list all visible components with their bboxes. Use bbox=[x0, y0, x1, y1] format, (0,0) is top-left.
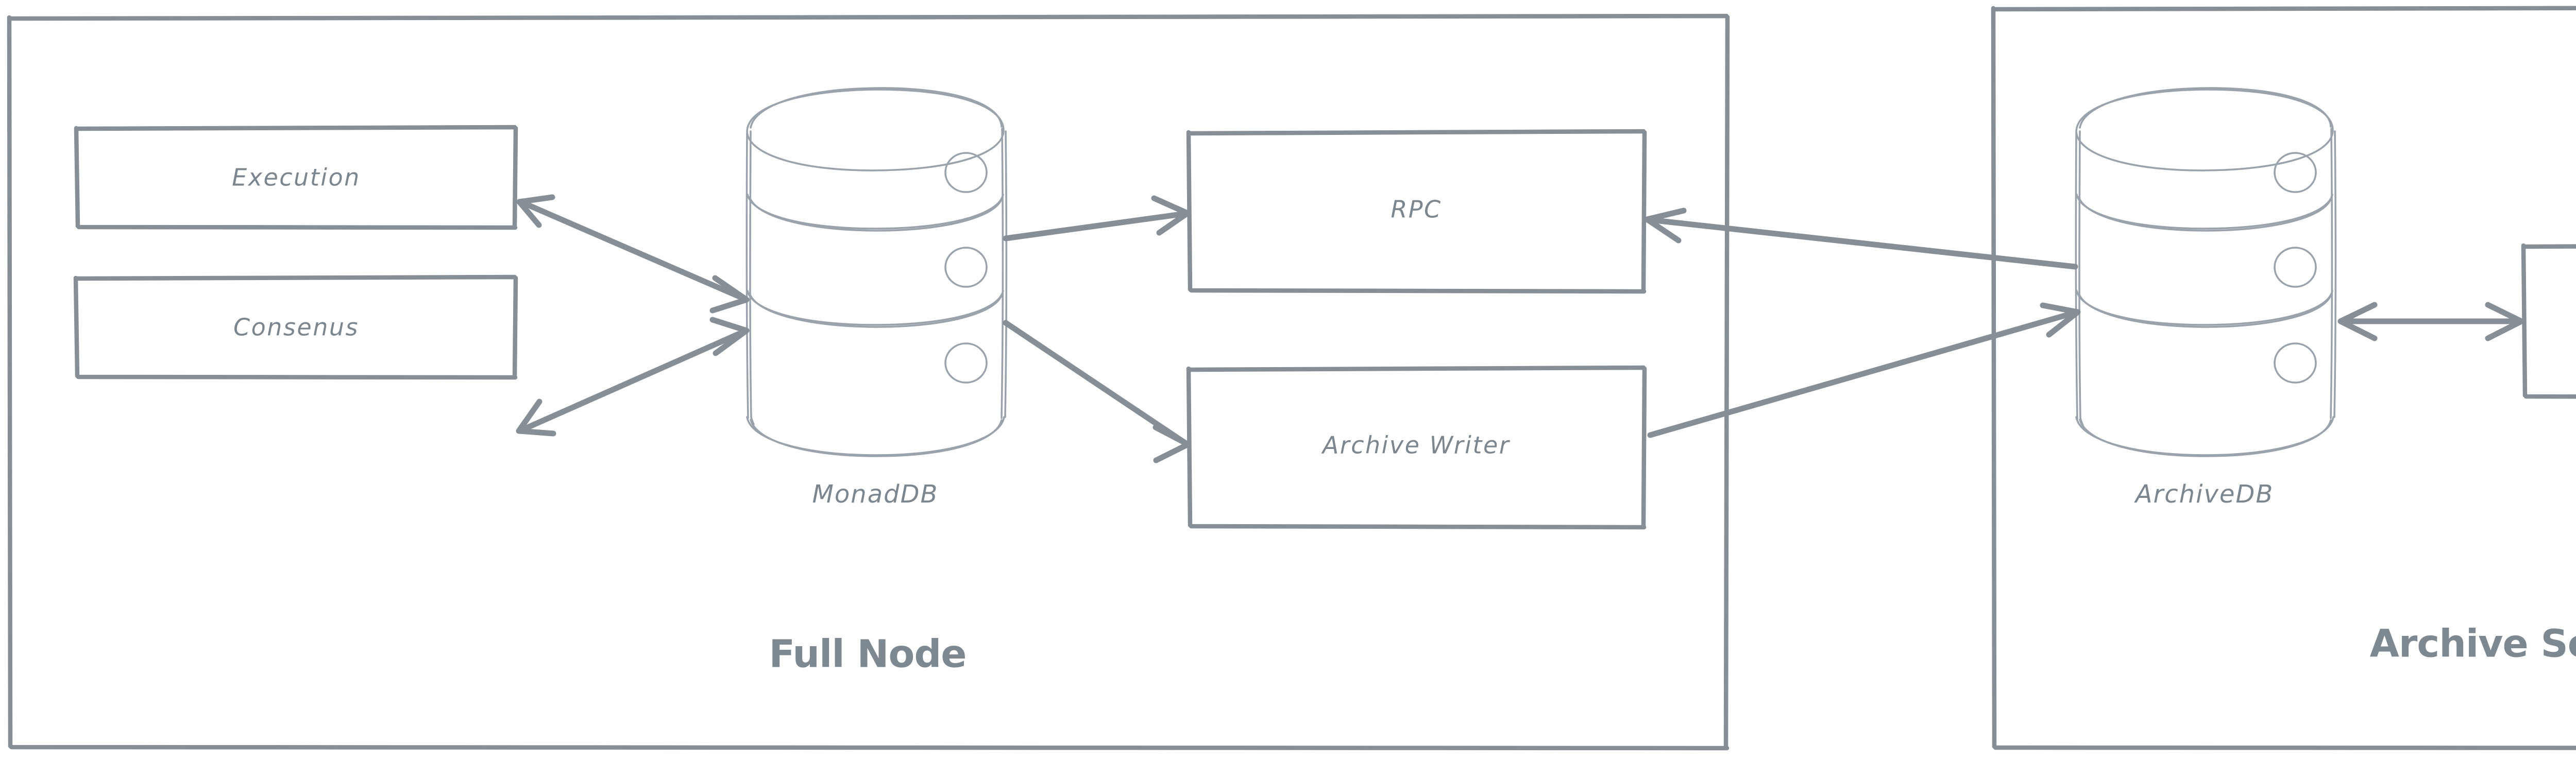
monaddb-divider-1 bbox=[747, 194, 1004, 230]
panel-full-node: Full Node bbox=[7, 13, 1730, 751]
monaddb-left-wall-2 bbox=[745, 132, 749, 419]
panel-archive-server: Archive Server bbox=[1991, 6, 2576, 750]
monaddb-label: MonadDB bbox=[812, 480, 939, 509]
archivedb-top-ellipse-2 bbox=[2079, 87, 2332, 129]
monaddb-top-ellipse bbox=[746, 89, 1005, 171]
connector-monaddb-consensus-arrowhead-right bbox=[709, 317, 750, 356]
connector-monaddb-consensus-line bbox=[519, 328, 747, 433]
database-archivedb[interactable]: ArchiveDB bbox=[2075, 87, 2337, 509]
connector-monaddb-rpc-arrowhead bbox=[1151, 195, 1191, 236]
archivedb-bottom-arc bbox=[2075, 416, 2334, 456]
archivedb-divider-2b bbox=[2078, 292, 2332, 328]
archivedb-left-wall bbox=[2078, 130, 2084, 426]
connector-archive-writer-archivedb-line bbox=[1647, 309, 2078, 438]
archive-writer-box-border bbox=[1186, 365, 1647, 530]
monaddb-indicator-circle-3 bbox=[944, 342, 988, 384]
archivedb-right-wall bbox=[2330, 128, 2333, 419]
connector-archivedb-rpc bbox=[1644, 207, 2078, 270]
archivedb-bottom-arc-2 bbox=[2079, 419, 2332, 457]
box-execution[interactable]: Execution bbox=[74, 125, 518, 230]
connector-archivedb-rpc-arrowhead bbox=[1644, 207, 1687, 244]
full-node-panel-title: Full Node bbox=[769, 632, 967, 677]
archivedb-divider-1 bbox=[2076, 194, 2333, 230]
archive-writer-label: Archive Writer bbox=[1321, 431, 1511, 459]
connector-archive-writer-archivedb bbox=[1647, 302, 2081, 438]
monaddb-divider-1b bbox=[749, 196, 1003, 232]
monaddb-divider-2b bbox=[749, 292, 1003, 328]
archivedb-left-wall-2 bbox=[2075, 132, 2078, 420]
archive-server-panel-border bbox=[1991, 6, 2576, 750]
monaddb-top-ellipse-2 bbox=[750, 87, 1003, 129]
box-rpc[interactable]: RPC bbox=[1186, 129, 1647, 294]
monaddb-indicator-circle-2 bbox=[944, 247, 988, 288]
monaddb-indicator-circle-1 bbox=[944, 152, 988, 193]
monaddb-right-wall bbox=[1001, 128, 1004, 419]
connector-monaddb-archive-writer-line bbox=[1003, 320, 1188, 446]
execution-label: Execution bbox=[232, 164, 361, 192]
connector-archivedb-indexer-arrowhead-right bbox=[2485, 302, 2524, 341]
archivedb-top-ellipse bbox=[2075, 89, 2334, 171]
monaddb-divider-2 bbox=[747, 290, 1004, 326]
connector-monaddb-rpc-line bbox=[1003, 211, 1188, 241]
connector-monaddb-execution bbox=[516, 194, 750, 314]
rpc-label: RPC bbox=[1391, 196, 1442, 223]
connector-monaddb-archive-writer bbox=[1003, 320, 1191, 463]
monaddb-right-wall-2 bbox=[1004, 130, 1008, 418]
connector-monaddb-execution-arrowhead-left bbox=[516, 194, 555, 228]
connector-monaddb-consensus bbox=[516, 317, 750, 437]
connector-monaddb-archive-writer-arrowhead bbox=[1153, 424, 1191, 463]
box-archive-writer[interactable]: Archive Writer bbox=[1186, 365, 1647, 530]
connector-monaddb-rpc bbox=[1003, 195, 1191, 241]
archivedb-divider-1b bbox=[2078, 196, 2332, 232]
connector-monaddb-execution-line bbox=[519, 199, 747, 302]
connector-monaddb-execution-arrowhead-right bbox=[709, 275, 750, 314]
monaddb-bottom-arc bbox=[746, 416, 1005, 456]
rpc-box-border bbox=[1186, 129, 1647, 294]
archivedb-label: ArchiveDB bbox=[2134, 480, 2274, 509]
execution-box-border bbox=[74, 125, 518, 230]
connector-archivedb-indexer-arrowhead-left bbox=[2337, 302, 2378, 341]
archivedb-divider-2 bbox=[2076, 290, 2333, 326]
connector-archive-writer-archivedb-arrowhead bbox=[2040, 302, 2081, 338]
archivedb-right-wall-2 bbox=[2333, 130, 2337, 418]
indexer-box-border bbox=[2521, 243, 2576, 399]
monaddb-bottom-arc-2 bbox=[750, 419, 1003, 457]
connector-monaddb-consensus-arrowhead-left bbox=[516, 399, 556, 437]
box-consensus[interactable]: Consenus bbox=[73, 274, 518, 380]
connector-archivedb-rpc-line bbox=[1647, 217, 2078, 270]
monaddb-left-wall bbox=[749, 130, 755, 425]
connector-archivedb-indexer bbox=[2337, 302, 2524, 341]
box-indexer[interactable]: Indexer bbox=[2521, 243, 2576, 399]
archivedb-indicator-circle-2 bbox=[2274, 247, 2317, 288]
database-monaddb[interactable]: MonadDB bbox=[745, 87, 1008, 509]
consensus-label: Consenus bbox=[233, 314, 359, 341]
full-node-panel-border bbox=[7, 13, 1730, 751]
archivedb-indicator-circle-1 bbox=[2274, 152, 2317, 193]
consensus-box-border bbox=[73, 274, 518, 380]
archivedb-indicator-circle-3 bbox=[2274, 342, 2317, 384]
archive-server-panel-title: Archive Server bbox=[2370, 622, 2576, 666]
